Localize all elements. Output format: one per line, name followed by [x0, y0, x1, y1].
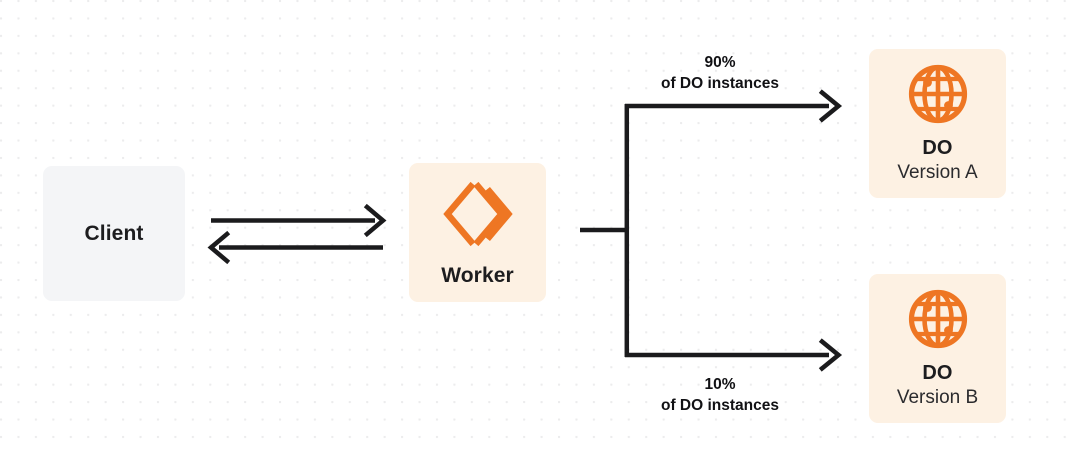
node-do-version-a: DO Version A — [869, 49, 1006, 198]
node-worker: Worker — [409, 163, 546, 302]
durable-object-globe-icon — [907, 63, 969, 125]
edge-worker-to-client — [207, 230, 383, 265]
edge-worker-to-do-a — [625, 89, 843, 123]
edge-client-to-worker — [211, 203, 387, 238]
node-do-b-sublabel: Version B — [896, 387, 979, 408]
node-do-a-label: DO — [922, 137, 953, 159]
node-do-a-sublabel: Version A — [897, 162, 978, 183]
node-worker-label: Worker — [441, 263, 514, 287]
edge-worker-to-do-b — [625, 338, 843, 372]
edge-label-do-b-caption: of DO instances — [661, 397, 779, 414]
durable-object-globe-icon — [907, 288, 969, 350]
cloudflare-workers-icon — [442, 178, 513, 250]
node-client: Client — [43, 166, 185, 301]
node-do-version-b: DO Version B — [869, 274, 1006, 423]
edge-label-do-a-percent: 90% — [704, 54, 736, 71]
edge-label-do-b: 10% of DO instances — [612, 374, 828, 416]
edge-label-do-a: 90% of DO instances — [612, 52, 828, 94]
edge-label-do-a-caption: of DO instances — [661, 75, 779, 92]
node-client-label: Client — [84, 221, 144, 245]
node-do-b-label: DO — [922, 362, 953, 384]
edge-label-do-b-percent: 10% — [704, 376, 736, 393]
